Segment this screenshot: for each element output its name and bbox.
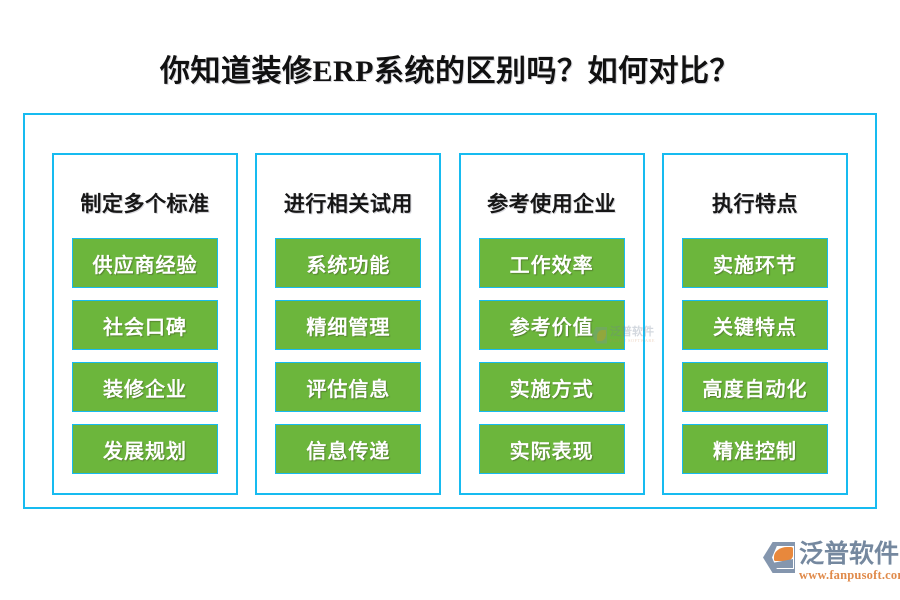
item-box[interactable]: 工作效率 <box>478 238 625 288</box>
brand-logo: 泛普软件 www.fanpusoft.com <box>763 541 900 585</box>
column-header-1: 制定多个标准 <box>80 192 210 216</box>
column-items-3: 工作效率 参考价值 实施方式 实际表现 <box>478 238 625 474</box>
page-title: 你知道装修ERP系统的区别吗？如何对比？ <box>160 55 740 88</box>
column-card-1: 制定多个标准 供应商经验 社会口碑 装修企业 发展规划 <box>52 153 238 495</box>
item-box[interactable]: 实际表现 <box>478 424 625 474</box>
item-box[interactable]: 系统功能 <box>275 238 422 288</box>
item-box[interactable]: 关键特点 <box>681 300 828 350</box>
item-box[interactable]: 发展规划 <box>72 424 218 474</box>
item-box[interactable]: 装修企业 <box>72 362 218 412</box>
item-box[interactable]: 实施环节 <box>681 238 828 288</box>
column-header-4: 执行特点 <box>711 192 798 216</box>
item-box[interactable]: 实施方式 <box>478 362 625 412</box>
column-card-3: 参考使用企业 工作效率 参考价值 实施方式 实际表现 <box>458 153 645 495</box>
column-card-2: 进行相关试用 系统功能 精细管理 评估信息 信息传递 <box>255 153 442 495</box>
column-header-2: 进行相关试用 <box>283 192 413 216</box>
brand-logo-texts: 泛普软件 www.fanpusoft.com <box>799 541 900 582</box>
item-box[interactable]: 评估信息 <box>275 362 422 412</box>
item-box[interactable]: 供应商经验 <box>72 238 218 288</box>
column-items-4: 实施环节 关键特点 高度自动化 精准控制 <box>681 238 828 474</box>
brand-name-cn: 泛普软件 <box>799 540 900 568</box>
item-box[interactable]: 精细管理 <box>275 300 422 350</box>
item-box[interactable]: 高度自动化 <box>681 362 828 412</box>
outer-frame-border <box>23 113 877 509</box>
item-box[interactable]: 参考价值 <box>478 300 625 350</box>
fanpu-hexagon-leaf-icon <box>763 542 795 573</box>
item-box[interactable]: 社会口碑 <box>72 300 218 350</box>
item-box[interactable]: 精准控制 <box>681 424 828 474</box>
brand-url: www.fanpusoft.com <box>799 568 900 582</box>
column-card-4: 执行特点 实施环节 关键特点 高度自动化 精准控制 <box>661 153 848 495</box>
column-items-2: 系统功能 精细管理 评估信息 信息传递 <box>275 238 422 474</box>
column-items-1: 供应商经验 社会口碑 装修企业 发展规划 <box>72 238 218 474</box>
column-header-3: 参考使用企业 <box>487 192 617 216</box>
item-box[interactable]: 信息传递 <box>275 424 422 474</box>
columns-container: 制定多个标准 供应商经验 社会口碑 装修企业 发展规划 进行相关试用 系统功能 … <box>52 153 848 495</box>
